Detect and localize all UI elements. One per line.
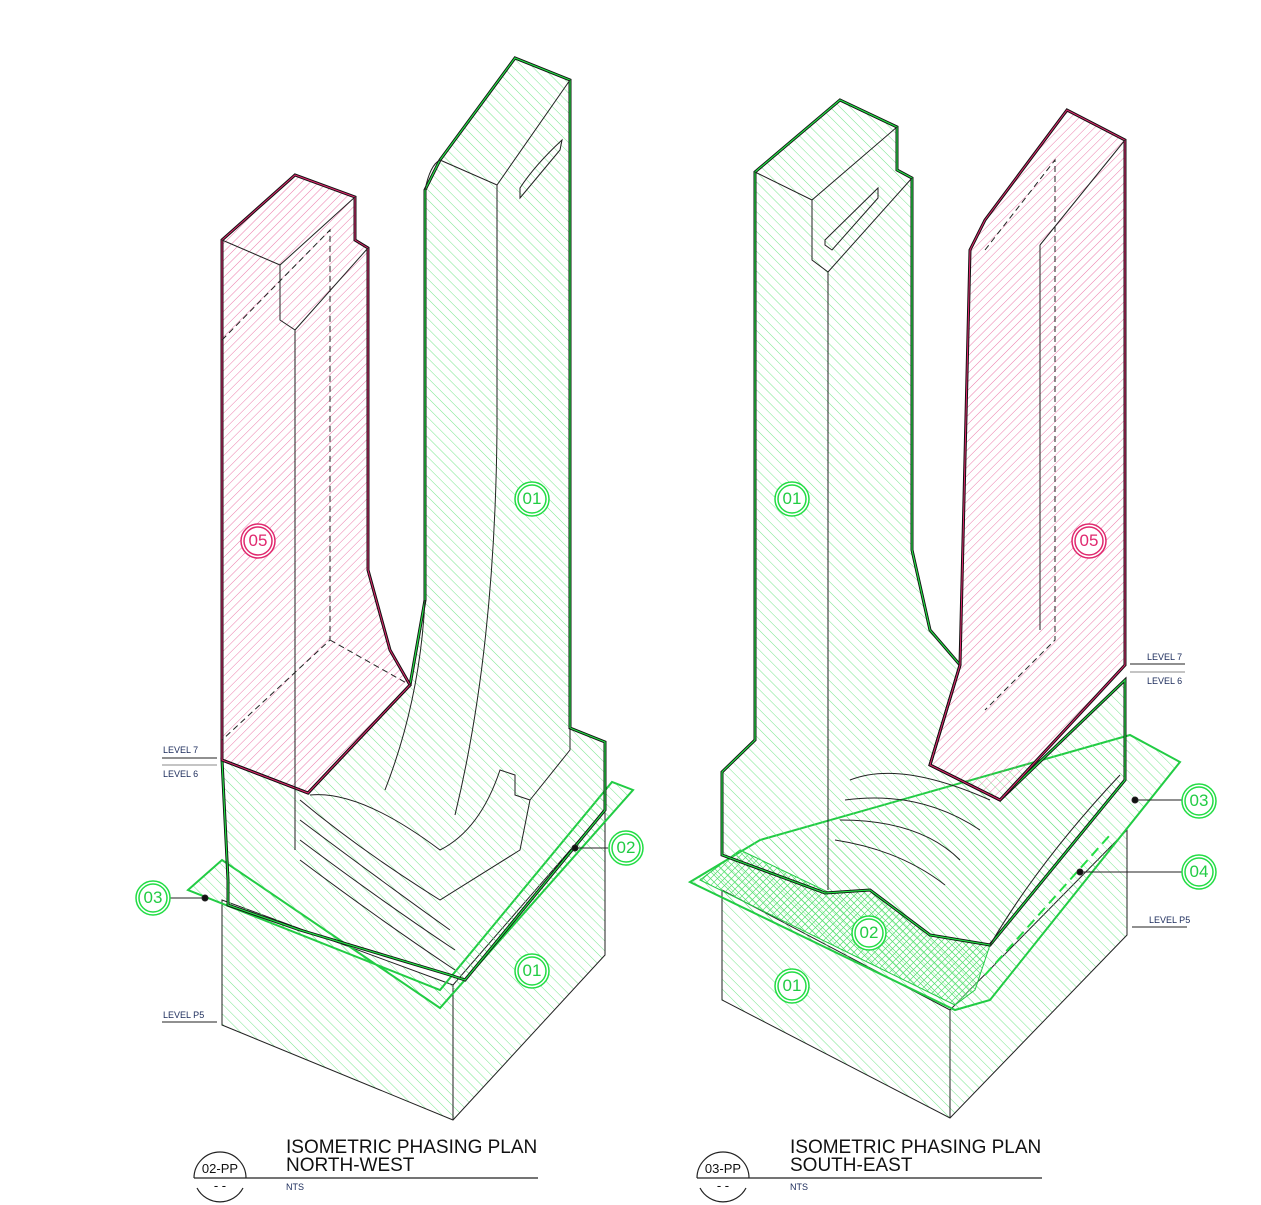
level-6-label: LEVEL 6 bbox=[1147, 676, 1183, 686]
level-7-label: LEVEL 7 bbox=[163, 745, 199, 755]
phase-tag-02: 02 bbox=[859, 923, 879, 942]
view-title-line2: NORTH-WEST bbox=[286, 1155, 415, 1176]
sheet-number: - - bbox=[716, 1178, 730, 1193]
view-number: 03-PP bbox=[704, 1161, 742, 1176]
plaza-slab-03 bbox=[186, 780, 635, 1010]
phase-tag-05: 05 bbox=[1079, 531, 1099, 550]
phase-tag-02: 02 bbox=[616, 838, 636, 857]
view-number: 02-PP bbox=[201, 1161, 239, 1176]
phase-tag-03: 03 bbox=[143, 888, 163, 907]
tower-05 bbox=[220, 173, 412, 795]
south-east-view bbox=[687, 98, 1182, 1119]
level-p5-label: LEVEL P5 bbox=[1149, 915, 1191, 925]
scale-label: NTS bbox=[790, 1182, 808, 1192]
phase-tag-01-base: 01 bbox=[522, 961, 542, 980]
phase-tag-05: 05 bbox=[248, 531, 268, 550]
phase-tag-03: 03 bbox=[1189, 791, 1209, 810]
scale-label: NTS bbox=[286, 1182, 304, 1192]
phase-tag-01: 01 bbox=[522, 489, 542, 508]
level-7-label: LEVEL 7 bbox=[1147, 652, 1183, 662]
view-title-line1: ISOMETRIC PHASING PLAN bbox=[790, 1137, 1042, 1158]
view-title-line1: ISOMETRIC PHASING PLAN bbox=[286, 1137, 538, 1158]
phase-tag-01-base: 01 bbox=[782, 976, 802, 995]
north-west-view bbox=[186, 56, 635, 1121]
view-title-line2: SOUTH-EAST bbox=[790, 1155, 913, 1176]
level-p5-label: LEVEL P5 bbox=[163, 1010, 205, 1020]
sheet-number: - - bbox=[213, 1178, 227, 1193]
phase-tag-01: 01 bbox=[782, 489, 802, 508]
phase-tag-04: 04 bbox=[1189, 862, 1209, 881]
level-6-label: LEVEL 6 bbox=[163, 769, 199, 779]
